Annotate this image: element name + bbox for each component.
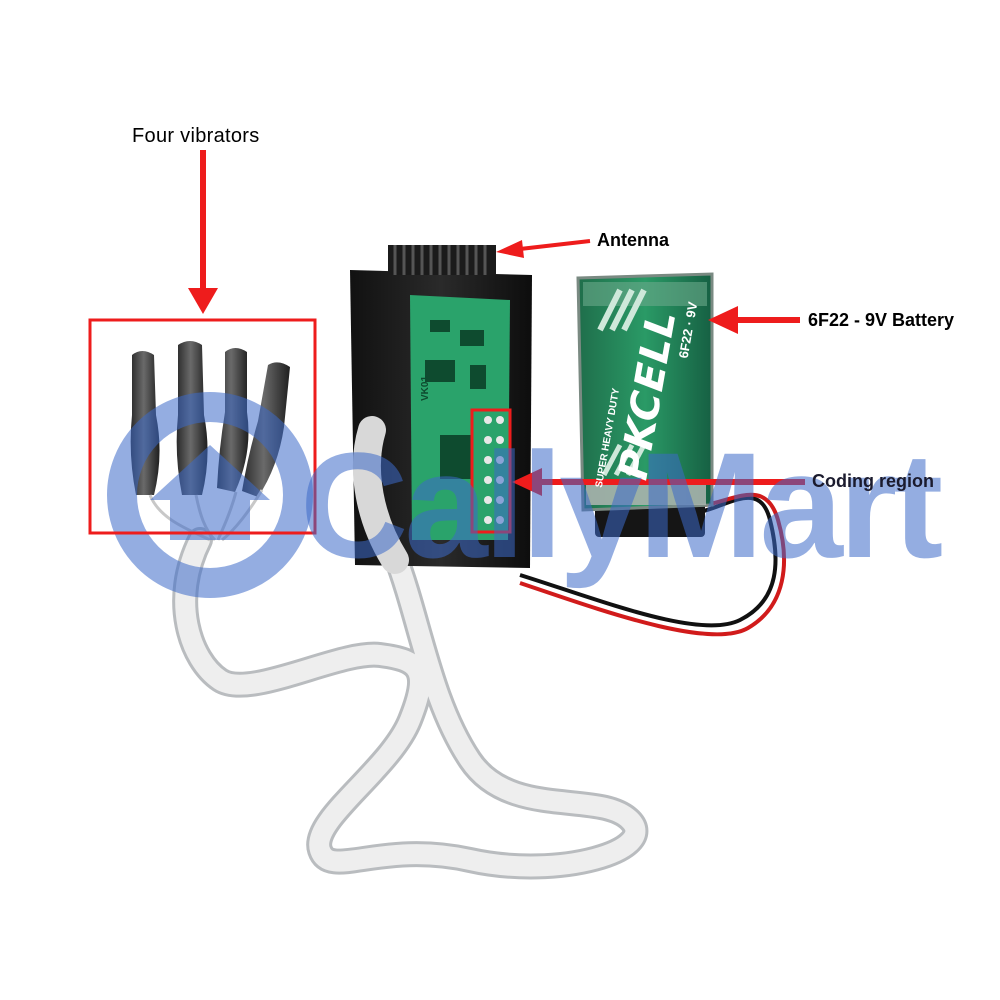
label-four-vibrators: Four vibrators <box>132 125 260 147</box>
battery-leads <box>519 492 786 637</box>
label-coding-region: Coding region <box>812 471 934 491</box>
annotation-vibrators <box>88 150 317 535</box>
watermark-logo <box>107 392 313 598</box>
board-marking: VK01 <box>420 375 432 402</box>
receiver-enclosure <box>350 245 532 574</box>
annotation-battery-arrow <box>708 306 800 334</box>
label-battery: 6F22 - 9V Battery <box>808 310 955 330</box>
annotation-antenna-arrow <box>496 239 591 258</box>
battery-clip <box>595 503 705 537</box>
battery-9v <box>576 272 714 512</box>
label-antenna: Antenna <box>597 230 669 250</box>
ribbon-cable <box>172 527 649 880</box>
annotation-coding-region <box>470 408 805 534</box>
